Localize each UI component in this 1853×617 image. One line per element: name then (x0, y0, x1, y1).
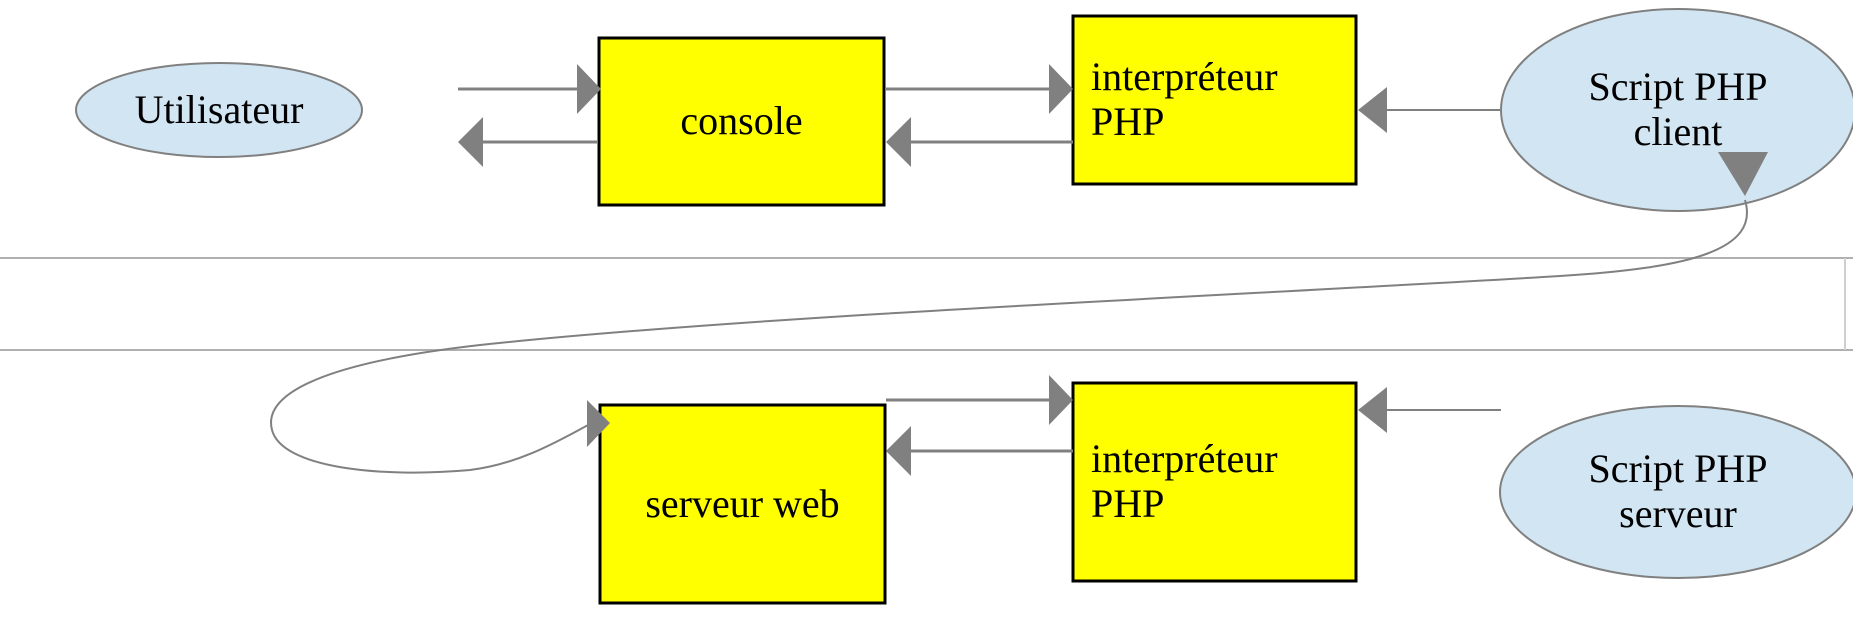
edge-script-client-to-interpreteur (1358, 87, 1501, 133)
edge-interpreteur-serveur-to-web (886, 426, 1073, 476)
node-utilisateur-shape[interactable] (75, 62, 363, 158)
edge-console-to-interpreteur-client (886, 64, 1073, 114)
edge-utilisateur-to-console (458, 64, 601, 114)
edge-serveur-web-to-interpreteur (886, 375, 1073, 425)
node-interpreteur-php-client-shape[interactable] (1071, 14, 1358, 186)
edge-script-serveur-to-interpreteur (1358, 387, 1501, 433)
node-interpreteur-php-serveur-shape[interactable] (1071, 381, 1358, 583)
node-script-php-client-shape[interactable] (1500, 8, 1853, 212)
edge-console-to-utilisateur (458, 117, 598, 167)
edge-serveur-web-download-to-client (270, 152, 1768, 474)
edge-interpreteur-client-to-console (886, 117, 1073, 167)
node-serveur-web-shape[interactable] (598, 403, 887, 605)
node-script-php-serveur-shape[interactable] (1499, 405, 1853, 579)
node-console-shape[interactable] (597, 36, 886, 207)
